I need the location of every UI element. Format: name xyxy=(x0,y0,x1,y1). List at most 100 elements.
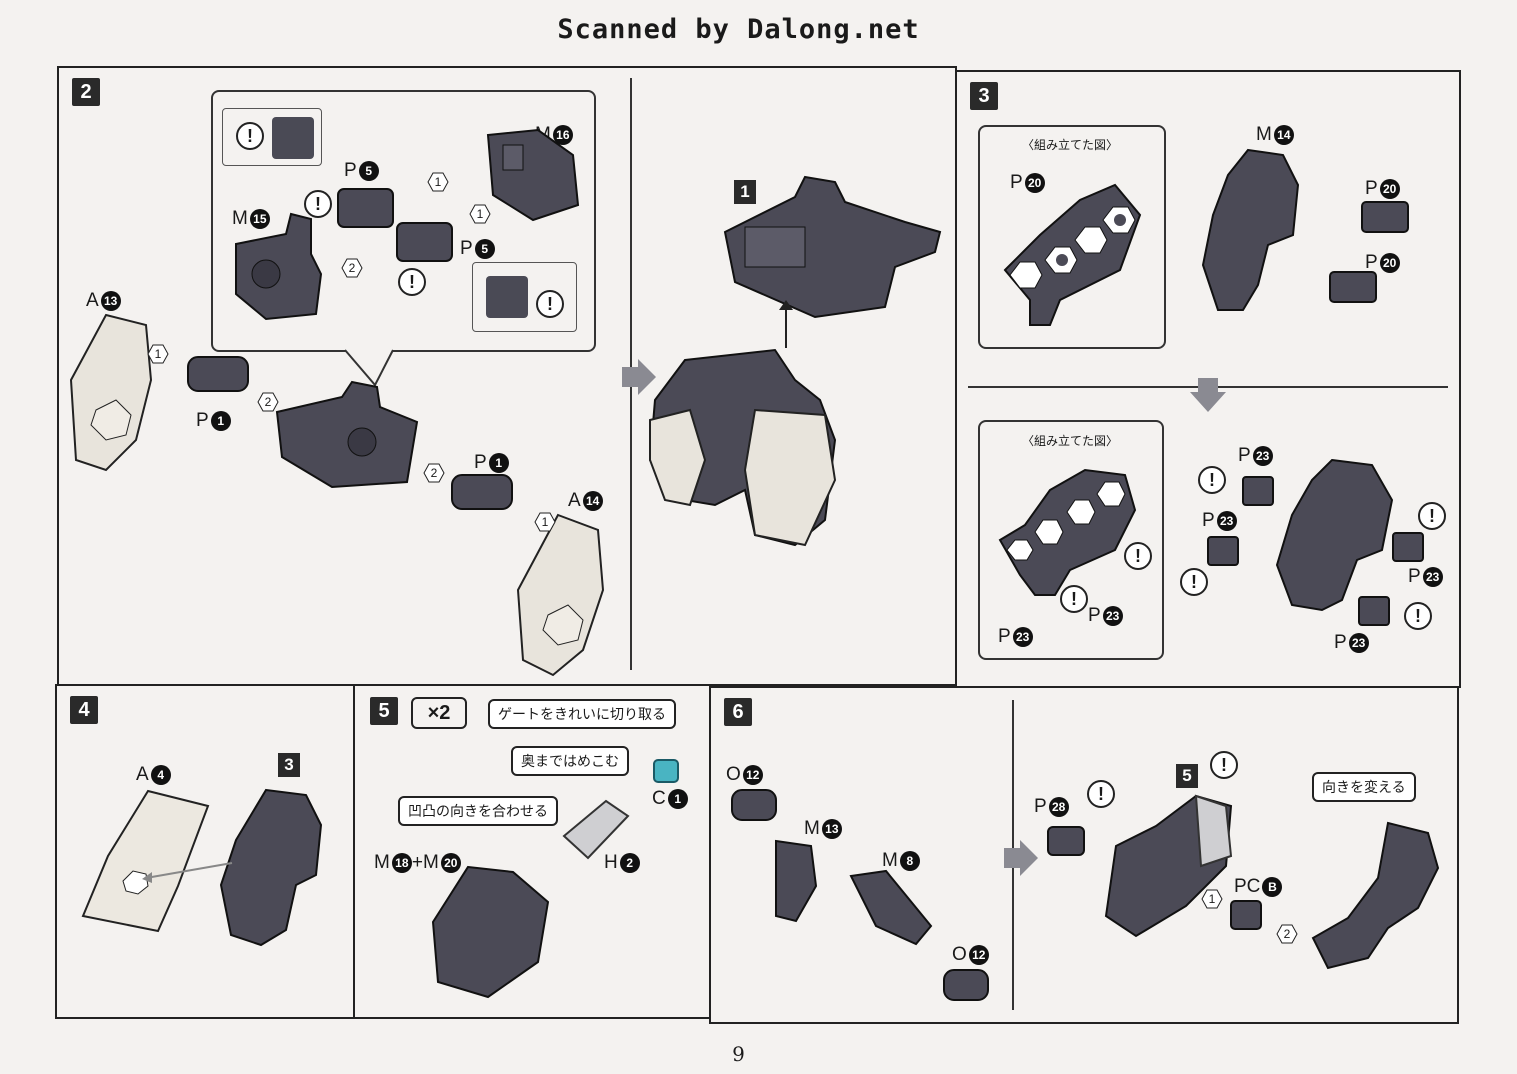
detail-callout xyxy=(211,90,596,352)
part-m13-drawing xyxy=(775,839,818,923)
warning-icon: ! xyxy=(1404,602,1432,630)
assembled-step1-drawing xyxy=(723,175,942,319)
step-number: 5 xyxy=(370,697,398,725)
callout-pointer xyxy=(344,349,394,387)
result-step-badge: 1 xyxy=(734,180,756,204)
part-p23-drawing xyxy=(1358,596,1390,626)
part-m15-drawing xyxy=(235,212,323,321)
up-arrow xyxy=(779,300,793,348)
sequence-marker: 2 xyxy=(257,392,279,412)
assembled-view-box xyxy=(978,420,1164,660)
panel-step-6 xyxy=(709,686,1459,1024)
ref-step-badge: 5 xyxy=(1176,764,1198,788)
part-p23-drawing xyxy=(1242,476,1274,506)
warning-detail-box xyxy=(222,108,322,166)
part-a4-drawing xyxy=(81,789,210,933)
part-p20-drawing xyxy=(1329,271,1377,303)
warning-detail-box xyxy=(472,262,577,332)
warning-icon: ! xyxy=(1124,542,1152,570)
part-a13-drawing xyxy=(69,313,153,472)
warning-icon: ! xyxy=(1087,780,1115,808)
warning-icon: ! xyxy=(398,268,426,296)
part-detail-square xyxy=(486,276,528,318)
flow-arrow-down xyxy=(1190,378,1226,412)
assembled-view-caption: 〈組み立てた図〉 xyxy=(1022,138,1119,152)
step-number: 6 xyxy=(724,698,752,726)
sequence-marker: 1 xyxy=(147,344,169,364)
note-turn: 向きを変える xyxy=(1312,772,1416,802)
honeycomb-drawing xyxy=(998,468,1137,596)
part-p20-drawing xyxy=(1361,201,1409,233)
warning-icon: ! xyxy=(1198,466,1226,494)
sequence-marker: 1 xyxy=(1201,889,1223,909)
insert-arrow xyxy=(142,862,233,883)
part-o12-drawing xyxy=(943,969,989,1001)
part-o12-drawing xyxy=(731,789,777,821)
warning-icon: ! xyxy=(236,122,264,150)
warning-icon: ! xyxy=(1210,751,1238,779)
sequence-marker: 1 xyxy=(427,172,449,192)
part-p1-drawing xyxy=(451,474,513,510)
part-a14-drawing xyxy=(516,513,605,677)
step-number: 2 xyxy=(72,78,100,106)
step-number: 4 xyxy=(70,696,98,724)
assembled-view-box xyxy=(978,125,1166,349)
part-m16-drawing xyxy=(486,128,580,222)
part-p28-drawing xyxy=(1047,826,1085,856)
part-m14-drawing xyxy=(1275,458,1394,612)
part-detail-square xyxy=(272,117,314,159)
warning-icon: ! xyxy=(1060,585,1088,613)
part-c1-drawing xyxy=(653,759,679,783)
part-m14-drawing xyxy=(1201,148,1300,311)
flow-arrow xyxy=(622,359,656,395)
part-p23-drawing xyxy=(1392,532,1424,562)
sequence-marker: 2 xyxy=(1276,924,1298,944)
sequence-marker: 2 xyxy=(423,463,445,483)
part-p23-drawing xyxy=(1207,536,1239,566)
honeycomb-drawing xyxy=(1003,183,1142,326)
note-push: 奥まではめこむ xyxy=(511,746,629,776)
warning-icon: ! xyxy=(536,290,564,318)
scan-credit: Scanned by Dalong.net xyxy=(557,14,920,45)
part-m8-drawing xyxy=(849,869,933,946)
assembled-step2-drawing xyxy=(648,348,837,547)
sequence-marker: 2 xyxy=(341,258,363,278)
sequence-marker: 1 xyxy=(534,512,556,532)
note-align: 凹凸の向きを合わせる xyxy=(398,796,558,826)
part-pcb-drawing xyxy=(1230,900,1262,930)
arm-part-drawing xyxy=(1311,821,1440,970)
flow-arrow xyxy=(1004,840,1038,876)
step3-assembly-drawing xyxy=(219,788,323,947)
part-h2-drawing xyxy=(562,799,630,860)
ref-step-badge: 3 xyxy=(278,753,300,777)
part-p1-drawing xyxy=(187,356,249,392)
warning-icon: ! xyxy=(304,190,332,218)
warning-icon: ! xyxy=(1418,502,1446,530)
quantity-badge: ×2 xyxy=(411,697,467,729)
